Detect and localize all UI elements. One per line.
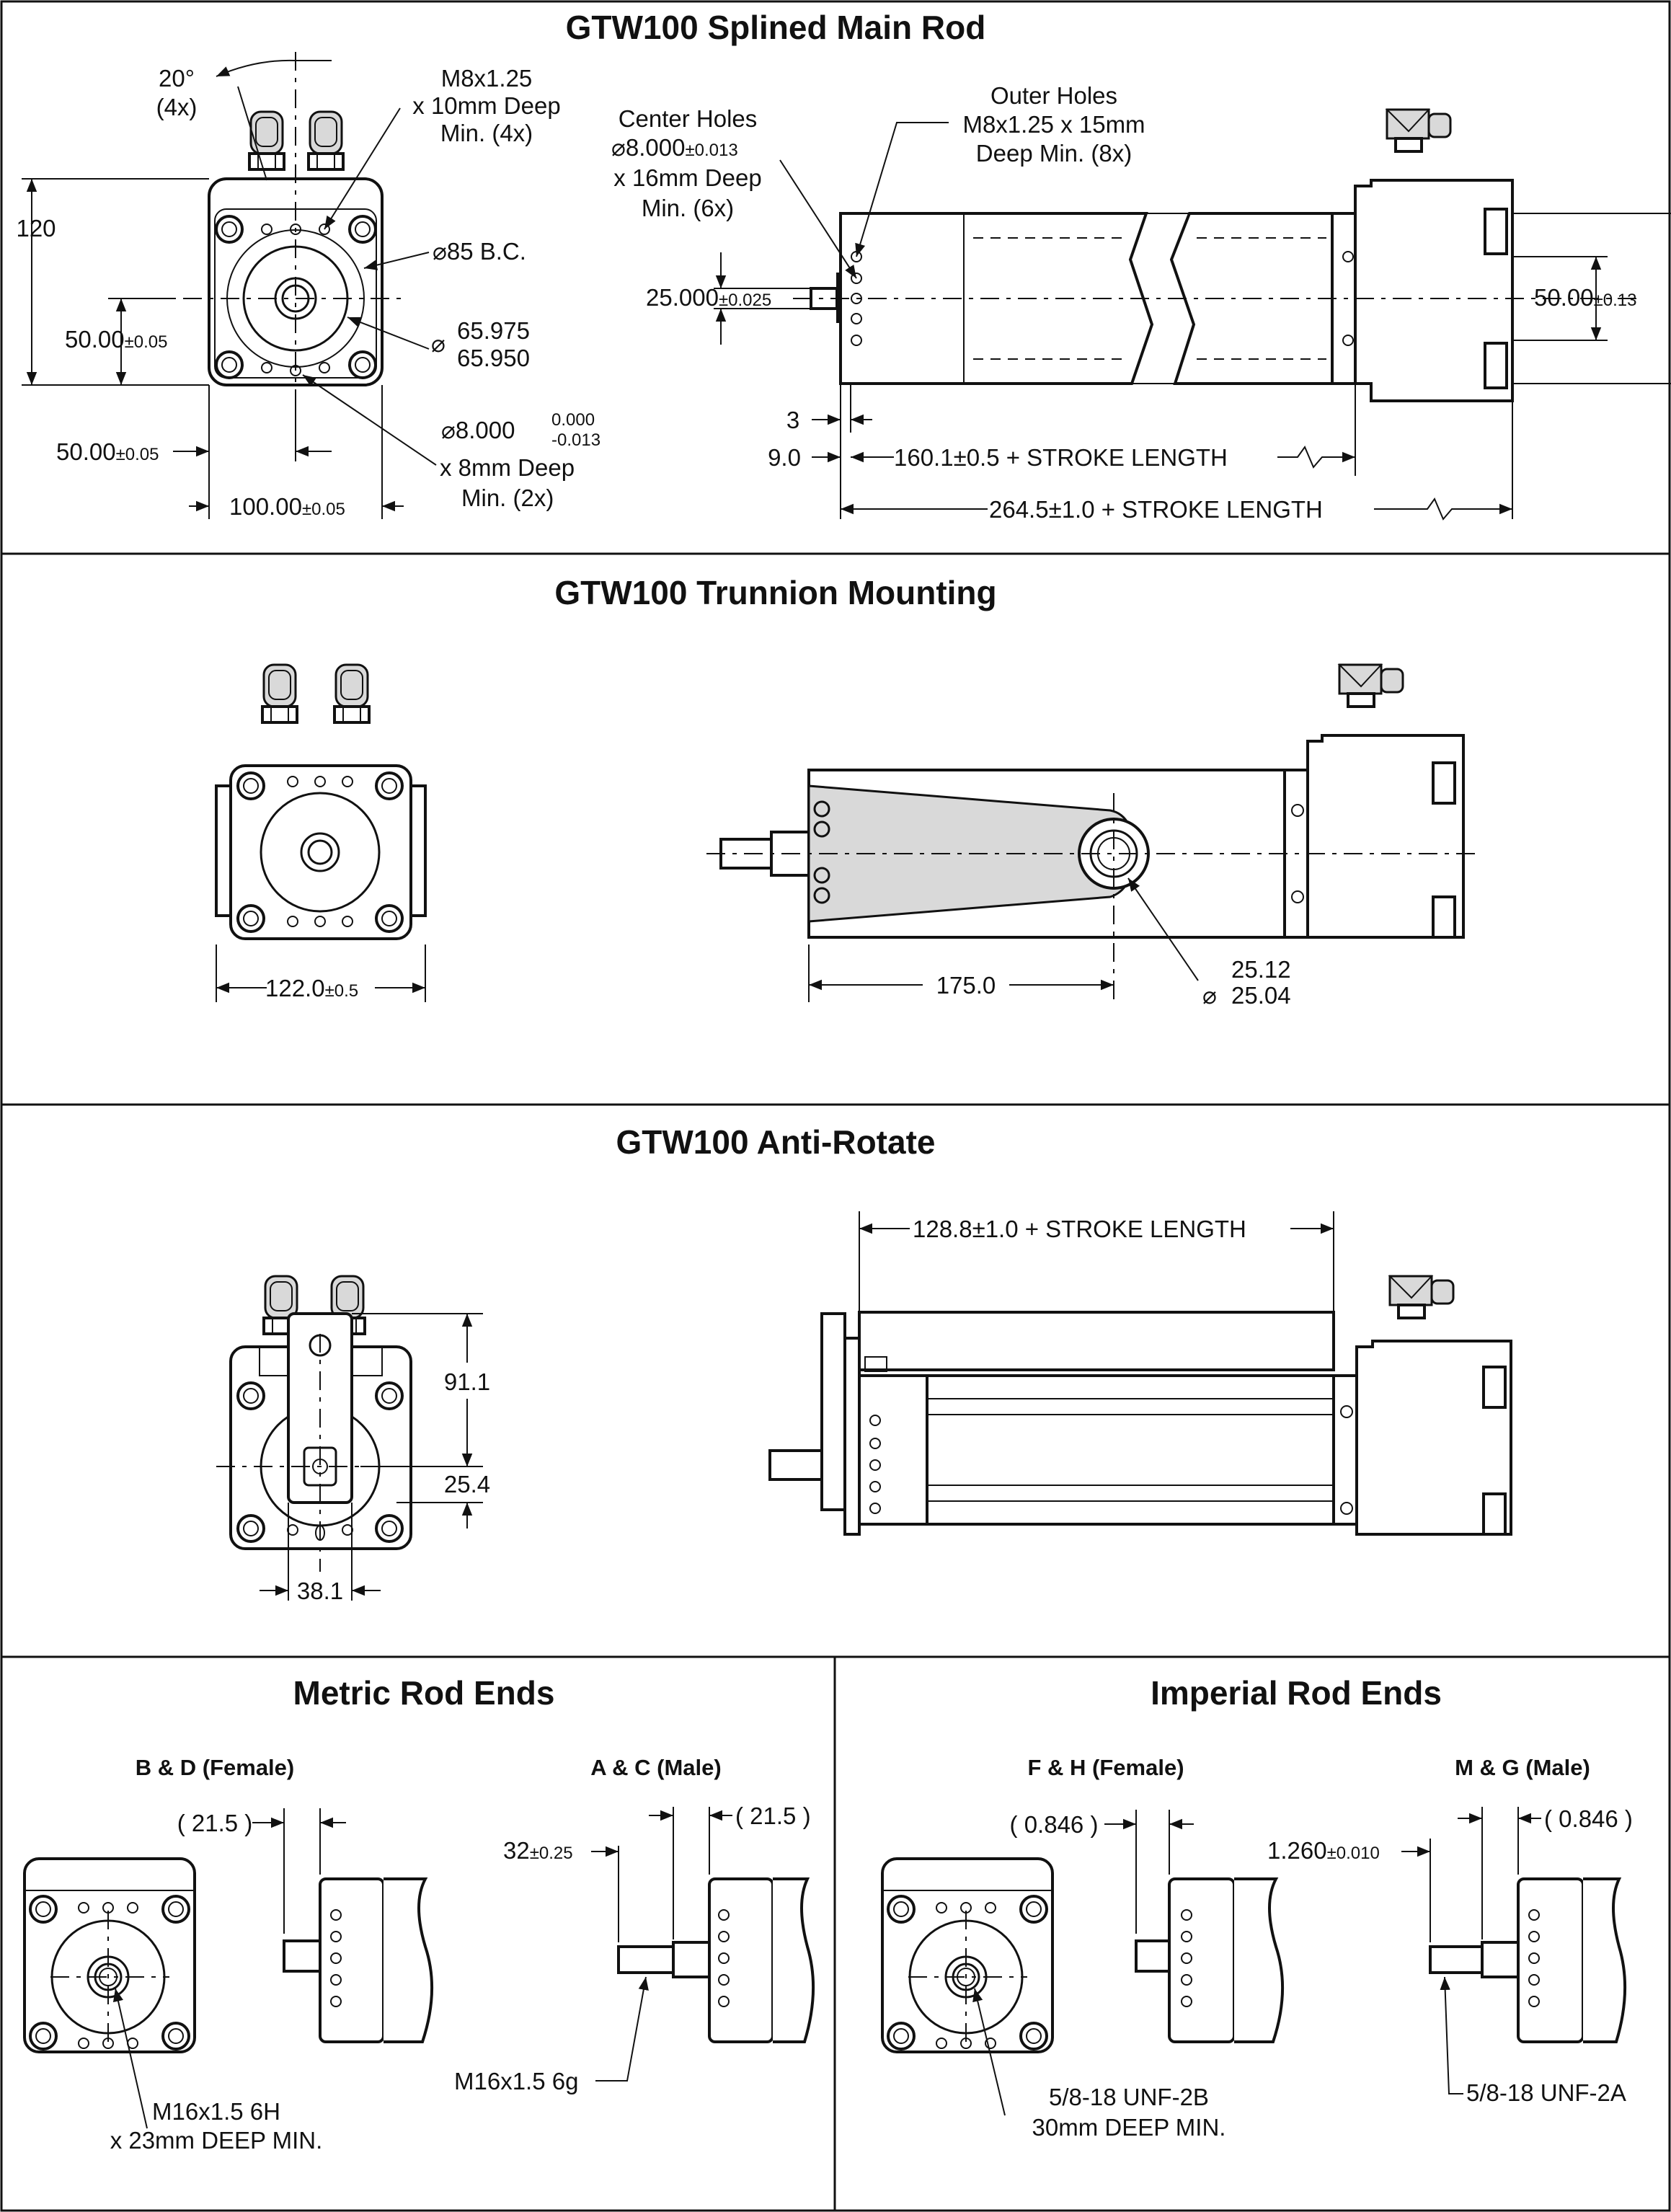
- v-offset-label: 50.00±0.05: [65, 326, 167, 353]
- tap-line-3: Min. (4x): [440, 120, 533, 146]
- outer-holes-2: M8x1.25 x 15mm: [962, 111, 1145, 138]
- angle-qty: (4x): [156, 94, 198, 120]
- imperial-female-side: [1135, 1810, 1285, 2043]
- trunnion-pin-symbol: ⌀: [1202, 982, 1217, 1009]
- imperial-male-len: 1.260±0.010: [1267, 1837, 1380, 1864]
- pin-tol-top: 0.000: [551, 410, 595, 430]
- section-title-antirotate: GTW100 Anti-Rotate: [616, 1123, 936, 1161]
- splined-side-view: [793, 108, 1671, 519]
- imperial-female-label: F & H (Female): [1027, 1755, 1184, 1780]
- metric-female-front: [23, 1857, 196, 2053]
- metric-male-len: 32±0.25: [503, 1837, 573, 1864]
- trunnion-front-view: [215, 663, 427, 1002]
- antirotate-front-view: [216, 1275, 483, 1601]
- imperial-male-label: M & G (Male): [1455, 1755, 1590, 1780]
- metric-female-dim: ( 21.5 ): [177, 1810, 253, 1836]
- metric-male-side: [617, 1807, 815, 2043]
- imperial-female-dim: ( 0.846 ): [1010, 1811, 1099, 1838]
- imperial-male-thread: 5/8-18 UNF-2A: [1466, 2079, 1626, 2106]
- width-label: 100.00±0.05: [229, 493, 345, 520]
- len2-label: 264.5±1.0 + STROKE LENGTH: [989, 496, 1323, 523]
- section-title-trunnion: GTW100 Trunnion Mounting: [554, 574, 996, 611]
- pin-depth-1: x 8mm Deep: [440, 454, 575, 481]
- pin-dia-label: ⌀8.000: [441, 417, 515, 443]
- dim-3: 3: [786, 407, 799, 433]
- metric-male-dim: ( 21.5 ): [735, 1802, 811, 1829]
- metric-female-thread-1: M16x1.5 6H: [152, 2098, 280, 2125]
- trunnion-pin-min: 25.04: [1231, 982, 1291, 1009]
- metric-female-label: B & D (Female): [136, 1755, 294, 1780]
- metric-male-thread: M16x1.5 6g: [454, 2068, 578, 2094]
- outer-holes-3: Deep Min. (8x): [976, 140, 1132, 167]
- antirotate-side-view: [768, 1211, 1512, 1536]
- antirotate-w: 38.1: [297, 1578, 343, 1604]
- pin-depth-2: Min. (2x): [461, 485, 554, 511]
- pilot-min: 65.950: [457, 345, 530, 371]
- angle-label: 20°: [159, 65, 195, 92]
- imperial-male-side: [1429, 1807, 1627, 2043]
- h-offset-label: 50.00±0.05: [56, 438, 159, 465]
- center-holes-2: ⌀8.000±0.013: [611, 134, 738, 161]
- height-label: 120: [16, 215, 56, 242]
- right-offset: 50.00±0.13: [1534, 284, 1636, 311]
- trunnion-pin-max: 25.12: [1231, 956, 1291, 983]
- metric-female-side: [283, 1808, 434, 2043]
- dim-9: 9.0: [768, 444, 801, 471]
- bolt-circle-label: ⌀85 B.C.: [433, 238, 526, 265]
- section-title-metric: Metric Rod Ends: [293, 1674, 555, 1712]
- tap-line-2: x 10mm Deep: [412, 92, 560, 119]
- center-holes-4: Min. (6x): [642, 195, 734, 221]
- splined-front-view: [108, 52, 404, 447]
- trunnion-length: 175.0: [936, 972, 996, 999]
- pilot-max: 65.975: [457, 317, 530, 344]
- tap-line-1: M8x1.25: [441, 65, 533, 92]
- section-title-splined: GTW100 Splined Main Rod: [566, 9, 986, 46]
- left-offset: 25.000±0.025: [646, 284, 771, 311]
- section-title-imperial: Imperial Rod Ends: [1151, 1674, 1442, 1712]
- center-holes-3: x 16mm Deep: [613, 164, 761, 191]
- imperial-female-front: [881, 1857, 1054, 2053]
- metric-female-thread-2: x 23mm DEEP MIN.: [110, 2127, 323, 2154]
- imperial-female-thread-2: 30mm DEEP MIN.: [1032, 2114, 1226, 2141]
- trunnion-width: 122.0±0.5: [265, 975, 358, 1001]
- antirotate-len: 128.8±1.0 + STROKE LENGTH: [913, 1216, 1246, 1242]
- outer-holes-1: Outer Holes: [990, 82, 1117, 109]
- height-dim: [22, 178, 209, 386]
- pilot-dia-symbol: ⌀: [431, 330, 446, 357]
- antirotate-h2: 25.4: [444, 1471, 490, 1497]
- imperial-female-thread-1: 5/8-18 UNF-2B: [1049, 2084, 1209, 2110]
- metric-male-label: A & C (Male): [590, 1755, 721, 1780]
- len1-label: 160.1±0.5 + STROKE LENGTH: [894, 444, 1228, 471]
- imperial-male-dim: ( 0.846 ): [1544, 1805, 1633, 1832]
- antirotate-h1: 91.1: [444, 1368, 490, 1395]
- pin-tol-bot: -0.013: [551, 430, 600, 450]
- center-holes-1: Center Holes: [619, 105, 758, 132]
- trunnion-side-view: [706, 663, 1478, 1002]
